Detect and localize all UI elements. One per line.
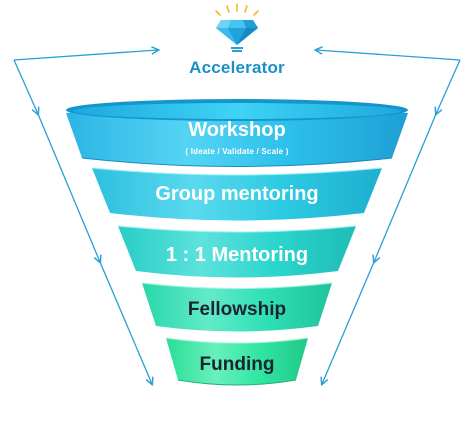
flow-arrows — [13, 50, 461, 384]
funnel-stage-group-mentoring — [91, 167, 383, 221]
right-outer-arrow-1 — [436, 59, 461, 114]
stage-label-fellowship: Fellowship — [187, 299, 287, 320]
stage-label-workshop: Workshop — [188, 119, 286, 141]
left-outer-arrow-1 — [13, 59, 38, 114]
right-outer-arrow-3 — [322, 261, 375, 384]
stage-label-funding: Funding — [199, 354, 275, 375]
diamond-lightbulb-icon — [215, 3, 259, 52]
left-top-arrow — [13, 50, 158, 61]
funnel-stage-one-on-one — [117, 225, 357, 278]
funnel-stage-fellowship — [141, 282, 333, 332]
left-outer-arrow-3 — [99, 261, 152, 384]
funnel-stage-workshop — [66, 99, 408, 167]
right-outer-arrow-2 — [374, 113, 437, 262]
right-top-arrow — [316, 50, 461, 61]
accelerator-title: Accelerator — [189, 58, 285, 77]
funnel-stage-funding — [165, 337, 309, 386]
stage-label-group-mentoring: Group mentoring — [155, 183, 319, 205]
left-outer-arrow-2 — [37, 113, 100, 262]
stage-label-one-on-one: 1 : 1 Mentoring — [165, 244, 309, 266]
stage-sublabel-workshop: ( Ideate / Validate / Scale ) — [185, 147, 289, 156]
